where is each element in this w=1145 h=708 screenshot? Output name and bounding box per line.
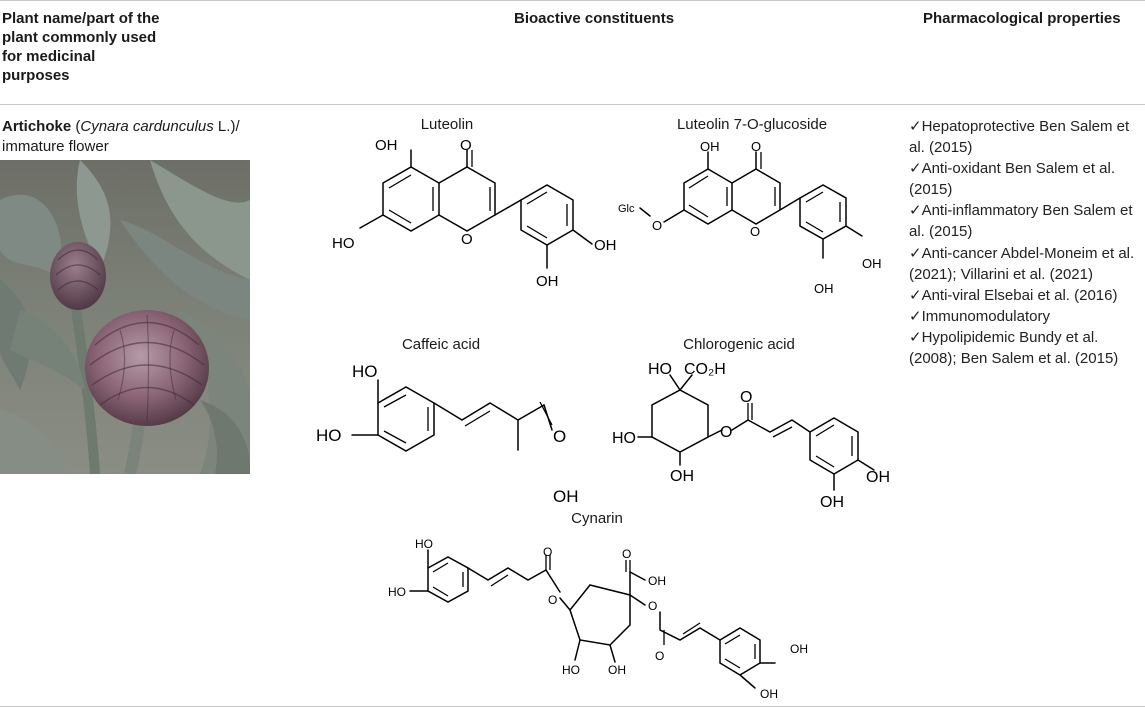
header-plant: Plant name/part of the plant commonly us… [2,10,160,84]
svg-text:O: O [543,545,552,559]
svg-text:OH: OH [862,256,882,271]
svg-text:O: O [652,218,662,233]
plant-name-cell: Artichoke (Cynara cardunculus L.)/ immat… [2,118,240,155]
svg-text:OH: OH [553,487,579,506]
svg-text:O: O [461,231,473,248]
svg-text:OH: OH [608,663,626,677]
compound-label-caffeic-acid: Caffeic acid [402,336,480,353]
compound-label-chlorogenic-acid: Chlorogenic acid [683,336,795,353]
svg-text:O: O [553,427,566,446]
property-item: ✓Immunomodulatory [909,307,1050,325]
svg-text:OH: OH [820,494,844,511]
svg-text:HO: HO [415,537,433,551]
header-properties: Pharmacological properties [923,10,1121,27]
plant-scientific-name: Cynara cardunculus [80,118,214,135]
svg-text:O: O [655,649,664,663]
svg-text:O: O [720,424,732,441]
svg-text:OH: OH [375,137,398,154]
compound-label-cynarin: Cynarin [571,510,623,527]
chlorogenic-acid-structure: HO CO₂H HO OH O O OH OH [612,361,890,511]
svg-text:OH: OH [814,281,834,296]
svg-text:OH: OH [648,574,666,588]
plant-part: immature flower [2,138,109,155]
svg-text:HO: HO [352,362,378,381]
svg-text:OH: OH [790,642,808,656]
caffeic-acid-structure: HO HO O OH [316,362,579,506]
svg-text:OH: OH [536,273,559,290]
svg-text:O: O [548,593,557,607]
svg-text:O: O [622,547,631,561]
svg-text:OH: OH [700,139,720,154]
table-bottom-rule [0,706,1145,707]
svg-text:HO: HO [612,430,636,447]
svg-text:O: O [460,137,472,154]
svg-text:Glc: Glc [618,203,635,215]
properties-list: ✓Hepatoprotective Ben Salem et al. (2015… [909,116,1141,369]
property-item: ✓Anti-oxidant Ben Salem et al. (2015) [909,160,1116,199]
luteolin-glucoside-structure: OH O Glc O O OH OH [618,139,882,296]
plant-common-name: Artichoke [2,118,72,135]
property-item: ✓Anti-cancer Abdel-Moneim et al. (2021);… [909,244,1135,283]
svg-text:O: O [751,139,761,154]
property-item: ✓Anti-viral Elsebai et al. (2016) [909,286,1118,304]
compound-label-luteolin: Luteolin [421,116,474,133]
svg-text:CO₂H: CO₂H [684,361,726,378]
artichoke-photo [0,160,250,474]
svg-text:OH: OH [670,468,694,485]
property-item: ✓Anti-inflammatory Ben Salem et al. (201… [909,202,1133,241]
header-constituents: Bioactive constituents [514,10,675,27]
svg-text:HO: HO [388,585,406,599]
luteolin-structure: OH O HO O OH OH [332,137,617,290]
svg-text:OH: OH [866,469,890,486]
property-item: ✓Hypolipidemic Bundy et al. (2008); Ben … [909,328,1119,368]
svg-text:O: O [648,599,657,613]
svg-text:OH: OH [594,237,617,254]
cynarin-structure: HO HO O O O OH O HO OH O OH OH [388,537,808,701]
svg-text:HO: HO [332,235,355,252]
svg-text:HO: HO [316,426,342,445]
svg-text:HO: HO [562,663,580,677]
compound-label-luteolin-glucoside: Luteolin 7-O-glucoside [677,116,827,133]
svg-text:O: O [740,389,752,406]
svg-text:O: O [750,224,760,239]
property-item: ✓Hepatoprotective Ben Salem et al. (2015… [909,118,1130,157]
header-rule [0,104,1145,105]
svg-text:OH: OH [760,687,778,701]
table-top-rule [0,0,1145,1]
svg-text:HO: HO [648,361,672,378]
